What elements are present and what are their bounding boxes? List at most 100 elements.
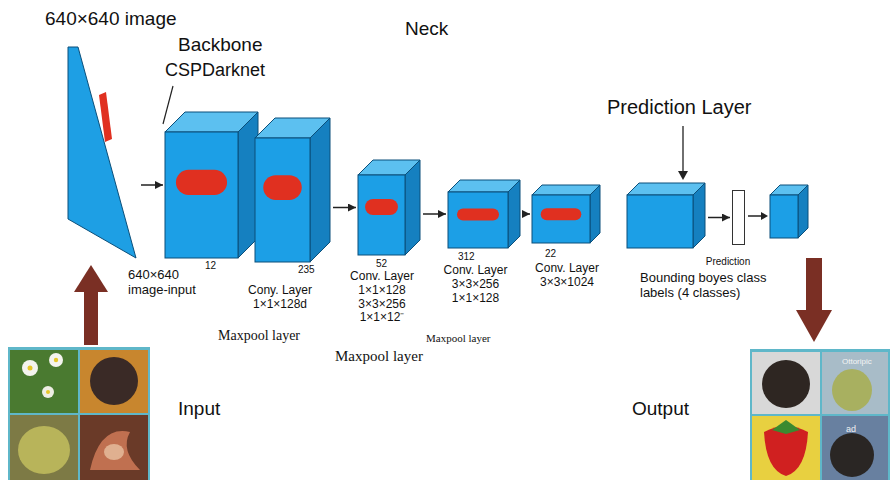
flow-arrow (708, 217, 730, 219)
node-shape (66, 47, 138, 259)
node-shape (448, 180, 520, 248)
conv-block: 312Conv. Layer 3×3×256 1×1×128 (448, 180, 520, 248)
fruit-photo (752, 352, 820, 414)
feature-mark (457, 208, 499, 220)
flower-center (54, 358, 58, 362)
image-frame (8, 347, 150, 480)
shell-inner (104, 444, 124, 460)
cube-front (165, 132, 238, 258)
output-cube (770, 185, 808, 238)
input-label: 640×640 image-input (128, 268, 218, 298)
feature-mark (541, 208, 582, 220)
image-text: Ottoripic (842, 357, 872, 366)
image-slab (68, 47, 136, 258)
node-shape (358, 160, 420, 255)
output-arrow-head (796, 310, 832, 342)
node-shape (165, 112, 258, 258)
section-label: CSPDarknet (165, 60, 265, 81)
conv-block: 52Conv. Layer 1×1×128 3×3×256 1×1×12⁻ (358, 160, 420, 255)
flower (49, 353, 63, 367)
fruit-photo (822, 352, 888, 414)
layer-label: Conv. Layer 3×3×256 1×1×128 (438, 264, 513, 305)
prediction-label: Prediction (700, 256, 756, 268)
layer-number: 52 (376, 258, 387, 270)
strawberry-leaf (772, 420, 800, 434)
maxpool-label: Maxpool layer (218, 328, 300, 344)
flower (22, 360, 38, 376)
flower (42, 386, 54, 398)
feature-mark (263, 175, 302, 200)
bar-outline (733, 191, 745, 245)
layer-number: 12 (205, 260, 216, 272)
cube-side (798, 185, 808, 238)
section-label: Backbone (178, 34, 263, 56)
node-shape (732, 190, 745, 245)
layer-number: 22 (545, 248, 556, 260)
output-images (750, 349, 890, 480)
output-label: Bounding boyes class labels (4 classes) (640, 271, 800, 301)
node-shape (627, 183, 705, 248)
strawberry-photo (752, 416, 820, 480)
image-frame (750, 349, 890, 480)
green-fruit (18, 426, 70, 474)
cube-front (770, 195, 798, 238)
shell-photo (80, 415, 148, 480)
section-label: Neck (405, 18, 448, 40)
input-image-slab: 640×640 image-input (66, 47, 138, 259)
cube-side (693, 183, 705, 248)
cube-front (448, 192, 508, 248)
layer-label: Cony. Layer 1×1×128d (235, 284, 325, 312)
flow-arrow (141, 184, 163, 186)
output-arrow-shaft (806, 258, 822, 312)
output-arrow-head (761, 212, 768, 220)
cube-side (590, 185, 600, 243)
cube-side (405, 160, 420, 255)
input-images (8, 347, 150, 480)
input-arrow-shaft (84, 290, 98, 345)
object-mark (99, 92, 112, 142)
flow-arrow (423, 213, 446, 215)
dark-fruit (762, 360, 810, 408)
cube-side (508, 180, 520, 248)
broken-shell (90, 431, 140, 470)
conv-block: 235Cony. Layer 1×1×128d (255, 118, 330, 262)
cube-front (627, 195, 693, 248)
layer-label: Conv. Layer 1×1×128 3×3×256 1×1×12⁻ (343, 270, 421, 325)
conv-block: 22Conv. Layer 3×3×1024 (532, 185, 600, 243)
output-label: Output (632, 398, 689, 420)
feature-mark (176, 170, 227, 195)
flower-center (46, 390, 50, 394)
flow-arrow (523, 213, 530, 215)
flower-center (28, 366, 33, 371)
fruit-photo (822, 416, 888, 480)
cube-top (627, 183, 705, 195)
leader-line (163, 86, 173, 124)
layer-number: 235 (298, 264, 315, 276)
fruit-photo (10, 415, 78, 480)
prediction-block: Bounding boyes class labels (4 classes) (627, 183, 705, 248)
input-label: Input (178, 398, 220, 420)
node-shape (255, 118, 330, 262)
backbone-block: 12 (165, 112, 258, 258)
pointer-line (682, 126, 683, 172)
pointer-head (678, 171, 688, 180)
prediction-bar: Prediction (732, 190, 745, 245)
output-arrow (748, 215, 762, 217)
flower-photo (10, 350, 78, 413)
maxpool-label: Maxpool layer (426, 332, 490, 345)
cube-front (532, 195, 590, 243)
layer-label: Conv. Layer 3×3×1024 (528, 262, 606, 290)
cube-top (532, 185, 600, 195)
green-fruit (832, 369, 872, 411)
dark-fruit (90, 357, 138, 405)
cube-side (310, 118, 330, 262)
flow-arrow (333, 207, 356, 209)
cube-front (358, 175, 405, 255)
section-label: Prediction Layer (607, 96, 752, 119)
fruit-photo (80, 350, 148, 413)
image-size-label: 640×640 image (45, 8, 177, 30)
feature-mark (365, 199, 398, 215)
